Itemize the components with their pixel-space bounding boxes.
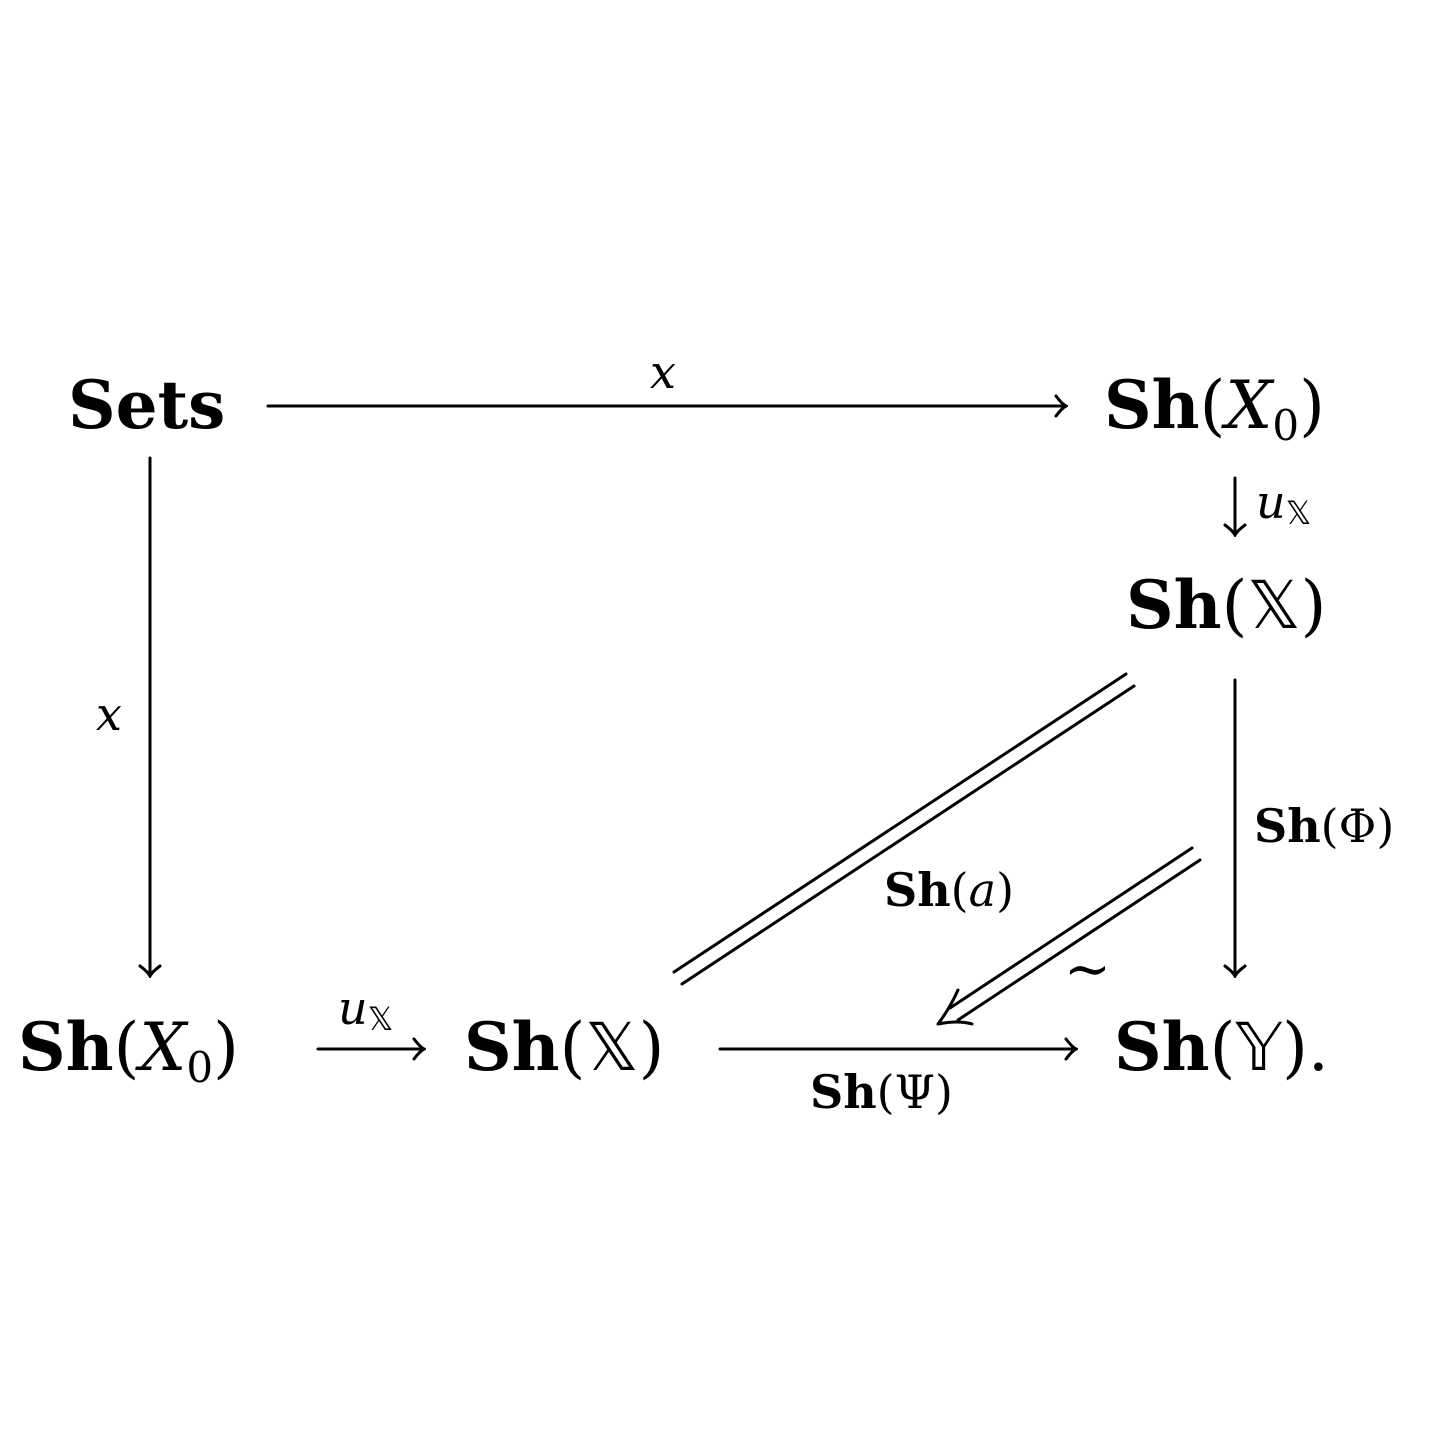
node-sh-xx-bottom-close: ): [639, 1009, 665, 1086]
node-sh-xx-bottom-open: (: [560, 1009, 586, 1086]
label-x-left: x: [96, 687, 122, 741]
node-sh-xx-right-open: (: [1222, 567, 1248, 644]
node-sh-x0-bottom-var: X: [134, 1009, 189, 1086]
node-sh-x0-top-var: X: [1220, 367, 1275, 444]
equality-line-1: [672, 672, 1128, 974]
node-sh-yy-head: Sh: [1114, 1008, 1210, 1086]
label-sh-psi-close: ): [935, 1065, 953, 1119]
node-sets: Sets: [68, 366, 225, 444]
svg-text:Sh(X0): Sh(X0): [1104, 366, 1325, 450]
node-sh-yy-open: (: [1210, 1009, 1236, 1086]
node-sh-x0-top-open: (: [1200, 367, 1226, 444]
node-sh-x0-bottom-open: (: [114, 1009, 140, 1086]
label-x-top: x: [650, 345, 676, 399]
label-sh-psi-var: Ψ: [895, 1065, 935, 1119]
label-sh-psi-head: Sh: [810, 1065, 877, 1119]
node-sh-x0-bottom-sub: 0: [186, 1043, 213, 1092]
double-arrow-head: [936, 988, 974, 1026]
label-sh-psi: Sh(Ψ): [810, 1065, 953, 1119]
label-sh-phi-open: (: [1321, 799, 1339, 853]
label-iso-tilde: ∼: [1064, 937, 1111, 1002]
equality-sh-a: [672, 672, 1136, 986]
node-sh-xx-bottom: Sh(𝕏): [464, 1008, 664, 1086]
label-u-right-base: u: [1256, 475, 1286, 529]
svg-text:Sh(𝕏): Sh(𝕏): [1126, 566, 1326, 644]
node-sh-x0-bottom-head: Sh: [18, 1008, 114, 1086]
label-sh-a-open: (: [951, 863, 969, 917]
label-u-bottom: u𝕏: [338, 981, 393, 1038]
label-u-right-sub: 𝕏: [1286, 494, 1312, 532]
node-sh-xx-bottom-var: 𝕏: [585, 1009, 638, 1086]
node-sh-yy-close: ).: [1282, 1009, 1329, 1086]
label-sh-phi-head: Sh: [1254, 799, 1321, 853]
double-arrow-2cell: [936, 846, 1202, 1026]
label-sh-phi: Sh(Φ): [1254, 799, 1394, 853]
label-sh-psi-open: (: [877, 1065, 895, 1119]
equality-line-2: [680, 684, 1136, 986]
node-sh-xx-right-head: Sh: [1126, 566, 1222, 644]
double-arrow-line-2: [956, 858, 1202, 1022]
svg-text:Sh(X0): Sh(X0): [18, 1008, 239, 1092]
node-sh-xx-right-var: 𝕏: [1247, 567, 1300, 644]
label-sh-phi-close: ): [1376, 799, 1394, 853]
label-u-bottom-sub: 𝕏: [368, 1000, 394, 1038]
svg-text:Sh(𝕏): Sh(𝕏): [464, 1008, 664, 1086]
node-sh-x0-top: Sh(X0): [1104, 366, 1325, 450]
node-sh-x0-top-head: Sh: [1104, 366, 1200, 444]
node-sh-yy-var: 𝕐: [1234, 1009, 1282, 1086]
node-sh-xx-right: Sh(𝕏): [1126, 566, 1326, 644]
node-sets-label: Sets: [68, 366, 225, 444]
label-sh-a-var: a: [969, 863, 996, 917]
node-sh-xx-bottom-head: Sh: [464, 1008, 560, 1086]
label-sh-a-head: Sh: [884, 863, 951, 917]
label-sh-a-close: ): [996, 863, 1014, 917]
node-sh-x0-top-sub: 0: [1272, 401, 1299, 450]
label-sh-a: Sh(a): [884, 863, 1014, 917]
svg-text:Sh(𝕐).: Sh(𝕐).: [1114, 1008, 1329, 1086]
node-sh-xx-right-close: ): [1301, 567, 1327, 644]
node-sh-x0-bottom-close: ): [213, 1009, 239, 1086]
node-sh-yy: Sh(𝕐).: [1114, 1008, 1329, 1086]
label-u-right: u𝕏: [1256, 475, 1311, 532]
node-sh-x0-top-close: ): [1299, 367, 1325, 444]
label-sh-phi-var: Φ: [1339, 799, 1377, 853]
label-u-bottom-base: u: [338, 981, 368, 1035]
node-sh-x0-bottom: Sh(X0): [18, 1008, 239, 1092]
double-arrow-line-1: [948, 846, 1194, 1010]
